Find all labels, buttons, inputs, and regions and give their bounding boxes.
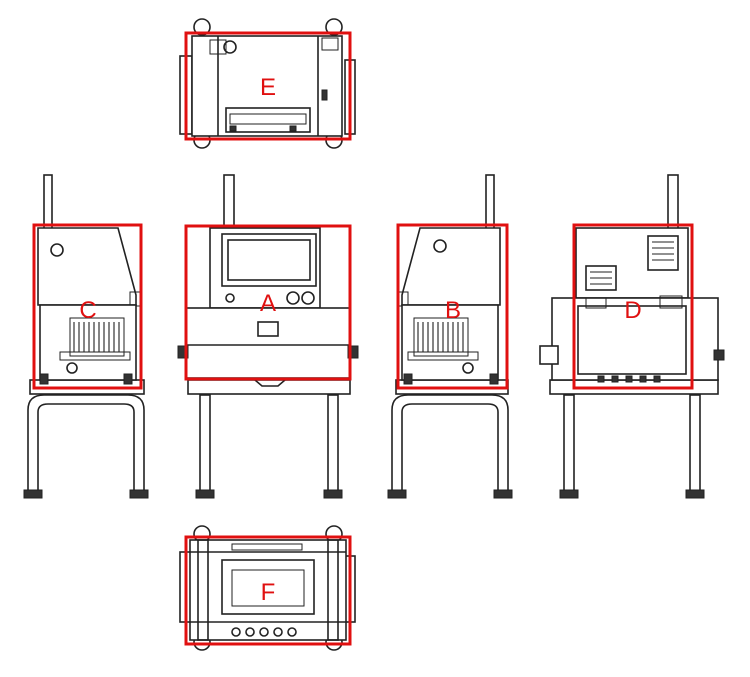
right-side-view-drawing bbox=[387, 174, 513, 499]
view-frame-f bbox=[184, 535, 352, 646]
view-frame-c bbox=[32, 223, 143, 390]
rear-view-drawing bbox=[539, 174, 725, 499]
view-label-e: E bbox=[260, 74, 276, 101]
view-label-a: A bbox=[260, 290, 276, 317]
view-label-d: D bbox=[624, 297, 641, 324]
view-label-b: B bbox=[445, 297, 461, 324]
top-view-drawing bbox=[179, 18, 356, 149]
view-frame-d bbox=[572, 223, 694, 390]
front-view-drawing bbox=[177, 174, 359, 499]
view-frame-a bbox=[184, 224, 352, 381]
view-frame-e bbox=[184, 31, 352, 141]
view-label-c: C bbox=[79, 297, 96, 324]
left-side-view-drawing bbox=[23, 174, 149, 499]
view-label-f: F bbox=[261, 579, 276, 606]
view-frame-b bbox=[396, 223, 509, 390]
